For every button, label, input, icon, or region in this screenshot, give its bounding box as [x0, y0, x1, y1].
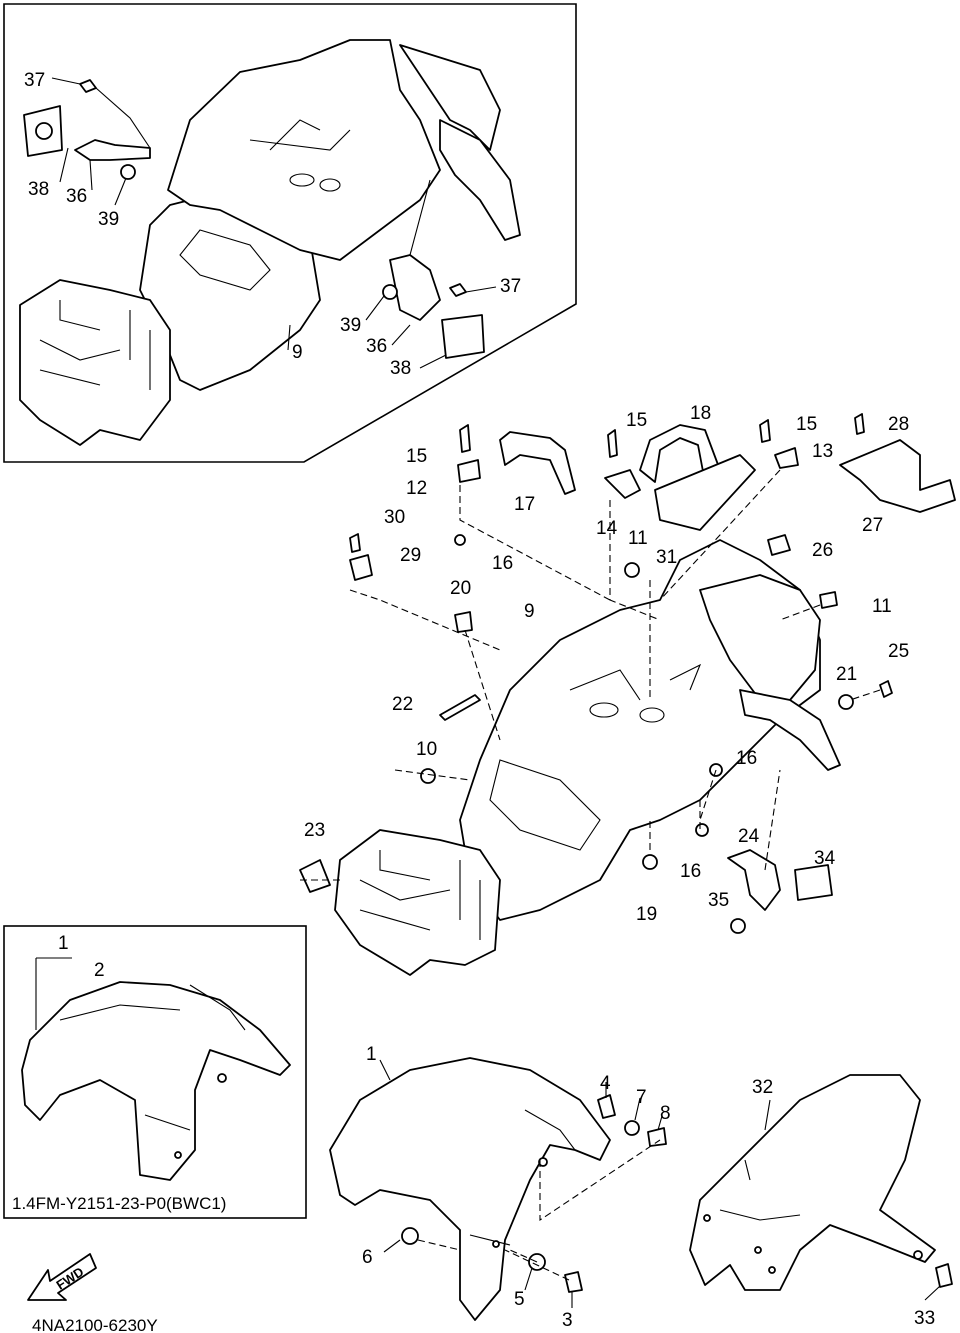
- callout-15-a: 15: [406, 446, 427, 467]
- callout-14: 14: [596, 518, 618, 539]
- main-rear-fender-assembly: [299, 413, 956, 976]
- main-battery-box: [334, 829, 501, 976]
- callout-28: 28: [888, 414, 909, 435]
- callout-39-a: 39: [98, 209, 119, 230]
- callout-15-c: 15: [796, 414, 817, 435]
- callout-13: 13: [812, 441, 833, 462]
- callout-8: 8: [660, 1103, 671, 1124]
- callout-31: 31: [656, 547, 677, 568]
- inset-front-fender: [21, 981, 291, 1181]
- inset-frame: [3, 3, 577, 463]
- inset-bracket-left: [74, 139, 151, 161]
- inset-front-frame: [3, 925, 307, 1219]
- callout-16-c: 16: [680, 861, 701, 882]
- callout-36-a: 36: [66, 186, 87, 207]
- callout-38-b: 38: [390, 358, 411, 379]
- front-fender-assembly: [329, 1057, 667, 1321]
- callout-37-b: 37: [500, 276, 521, 297]
- inset-rear-fender-variant: [3, 3, 577, 463]
- callout-16-a: 16: [492, 553, 513, 574]
- callout-38-a: 38: [28, 179, 49, 200]
- callout-19: 19: [636, 904, 657, 925]
- part-32-mudguard: [689, 1074, 953, 1301]
- callout-35: 35: [708, 890, 729, 911]
- callout-26: 26: [812, 540, 833, 561]
- fwd-arrow-icon: FWD: [27, 1253, 97, 1301]
- callout-39-b: 39: [340, 315, 361, 336]
- callout-9-a: 9: [292, 342, 303, 363]
- callout-12: 12: [406, 478, 427, 499]
- callout-9-b: 9: [524, 601, 535, 622]
- part-27-cover: [839, 439, 956, 513]
- callout-16-b: 16: [736, 748, 757, 769]
- inset-caption: 1.4FM-Y2151-23-P0(BWC1): [12, 1194, 226, 1213]
- part-17-bracket: [499, 431, 576, 495]
- callout-25: 25: [888, 641, 909, 662]
- callout-6: 6: [362, 1247, 373, 1268]
- callout-2-inset: 2: [94, 960, 105, 981]
- part-31-pad: [654, 454, 756, 531]
- callout-7: 7: [636, 1087, 647, 1108]
- callout-24: 24: [738, 826, 760, 847]
- callout-18: 18: [690, 403, 711, 424]
- callout-1-inset: 1: [58, 933, 69, 954]
- callout-11-b: 11: [872, 596, 892, 617]
- callout-37-a: 37: [24, 70, 45, 91]
- callout-1: 1: [366, 1044, 377, 1065]
- callout-21: 21: [836, 664, 857, 685]
- callout-17: 17: [514, 494, 535, 515]
- callout-36-b: 36: [366, 336, 387, 357]
- callout-11-a: 11: [628, 528, 648, 549]
- callout-34: 34: [814, 848, 836, 869]
- drawing-number: 4NA2100-6230Y: [32, 1316, 158, 1333]
- callout-10: 10: [416, 739, 437, 760]
- callout-23: 23: [304, 820, 325, 841]
- part-22-plate: [439, 694, 481, 721]
- front-fender: [329, 1057, 611, 1321]
- part-24-bracket: [727, 849, 781, 911]
- callout-3: 3: [562, 1310, 573, 1331]
- callout-22: 22: [392, 694, 413, 715]
- callout-5: 5: [514, 1289, 525, 1310]
- callout-27: 27: [862, 515, 883, 536]
- callout-4: 4: [600, 1073, 611, 1094]
- callout-32: 32: [752, 1077, 773, 1098]
- callout-33: 33: [914, 1308, 935, 1329]
- callout-30: 30: [384, 507, 405, 528]
- callout-29: 29: [400, 545, 421, 566]
- callout-15-b: 15: [626, 410, 647, 431]
- inset-front-fender-variant: [3, 925, 307, 1219]
- inset-battery-box: [19, 279, 171, 446]
- callout-20: 20: [450, 578, 471, 599]
